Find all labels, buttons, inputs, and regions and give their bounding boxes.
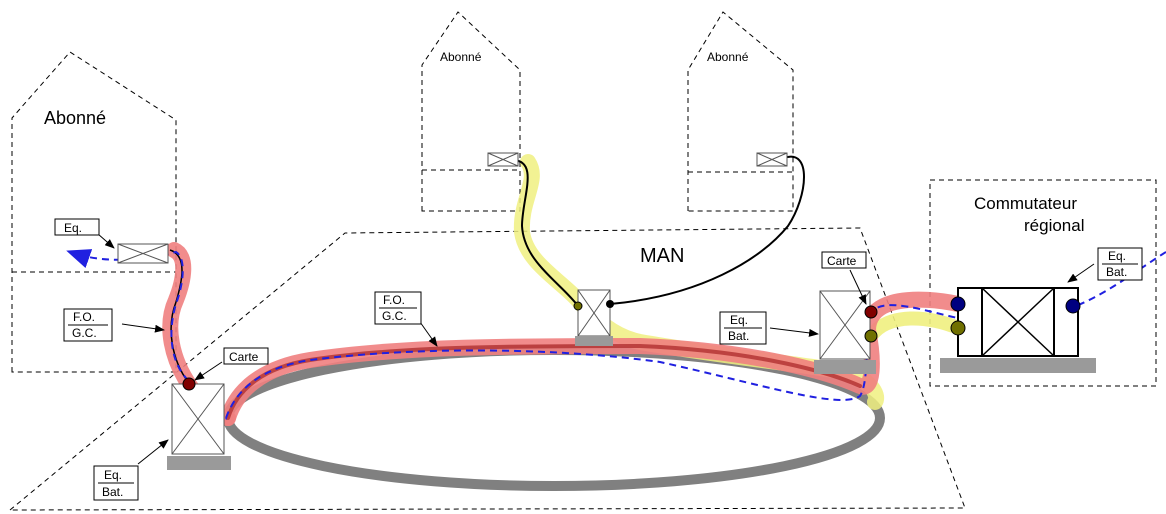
card-node-right <box>864 305 878 319</box>
yellow-fiber-right <box>864 311 965 343</box>
node-left-rack <box>167 383 231 470</box>
black-link-mid2 <box>609 155 805 305</box>
label-eq-bottom: Eq. <box>104 468 122 482</box>
switch-port-yellow <box>950 320 966 336</box>
label-bat-mid: Bat. <box>728 329 749 343</box>
label-eq-bat-bottom-box: Eq. Bat. <box>93 465 139 501</box>
arrow-eq-bat-right <box>1067 263 1095 283</box>
label-eq-left-box: Eq. <box>54 218 100 236</box>
label-man: MAN <box>640 245 684 267</box>
arrow-eq-left <box>97 233 115 249</box>
node-right-rack <box>814 290 876 374</box>
arrow-carte-right <box>849 269 867 305</box>
equipment-subscriber-left <box>117 243 169 264</box>
arrow-eq-bat-bottom <box>137 439 169 465</box>
label-commutateur-2: régional <box>1024 216 1085 235</box>
man-boundary <box>8 227 966 511</box>
regional-switch-boundary <box>929 179 1157 387</box>
equipment-subscriber-mid1 <box>487 152 519 167</box>
regional-switch-equipment <box>940 287 1096 373</box>
node-mid-dot-yellow <box>573 301 583 311</box>
label-eq-bat-mid-box: Eq. Bat. <box>719 311 767 345</box>
label-abonne-mid1: Abonné <box>440 50 482 64</box>
label-eq-bat-right-box: Eq. Bat. <box>1097 247 1143 281</box>
label-bat-right: Bat. <box>1106 265 1127 279</box>
label-fo-gc-left-box: F.O. G.C. <box>63 308 113 342</box>
label-carte-left: Carte <box>229 350 259 364</box>
equipment-subscriber-mid2 <box>756 152 788 167</box>
label-eq-mid: Eq. <box>730 313 748 327</box>
node-mid-dot-black <box>606 300 614 308</box>
arrow-fo-gc-left <box>121 323 165 333</box>
node-mid-rack <box>575 289 613 346</box>
label-carte-left-box: Carte <box>223 347 269 365</box>
label-fo-left: F.O. <box>73 310 95 324</box>
black-link-mid1 <box>511 159 579 307</box>
arrow-fo-gc-mid <box>419 321 438 347</box>
card-node-left <box>182 377 196 391</box>
label-fo-gc-mid-box: F.O. G.C. <box>374 291 422 325</box>
subscriber-building-left <box>11 51 177 373</box>
switch-port-red <box>950 296 966 312</box>
switch-port-blue <box>1065 298 1081 314</box>
subscriber-building-mid2 <box>687 11 794 212</box>
label-gc-mid: G.C. <box>382 309 407 323</box>
black-link-left <box>169 249 189 383</box>
subscriber-building-mid1 <box>421 11 521 212</box>
label-abonne-mid2: Abonné <box>707 50 749 64</box>
label-gc-left: G.C. <box>72 326 97 340</box>
red-fiber-ring-core <box>226 343 862 420</box>
arrow-eq-bat-mid <box>769 327 819 337</box>
label-eq-right: Eq. <box>1108 249 1126 263</box>
label-bat-bottom: Bat. <box>102 485 123 499</box>
label-abonne-left: Abonné <box>44 108 106 128</box>
label-carte-right: Carte <box>827 254 857 268</box>
label-fo-mid: F.O. <box>383 293 405 307</box>
label-eq-left: Eq. <box>64 221 82 235</box>
label-commutateur-1: Commutateur <box>974 194 1077 213</box>
arrow-carte-left <box>194 361 223 381</box>
node-right-dot-olive <box>864 329 878 343</box>
label-carte-right-box: Carte <box>821 251 867 269</box>
